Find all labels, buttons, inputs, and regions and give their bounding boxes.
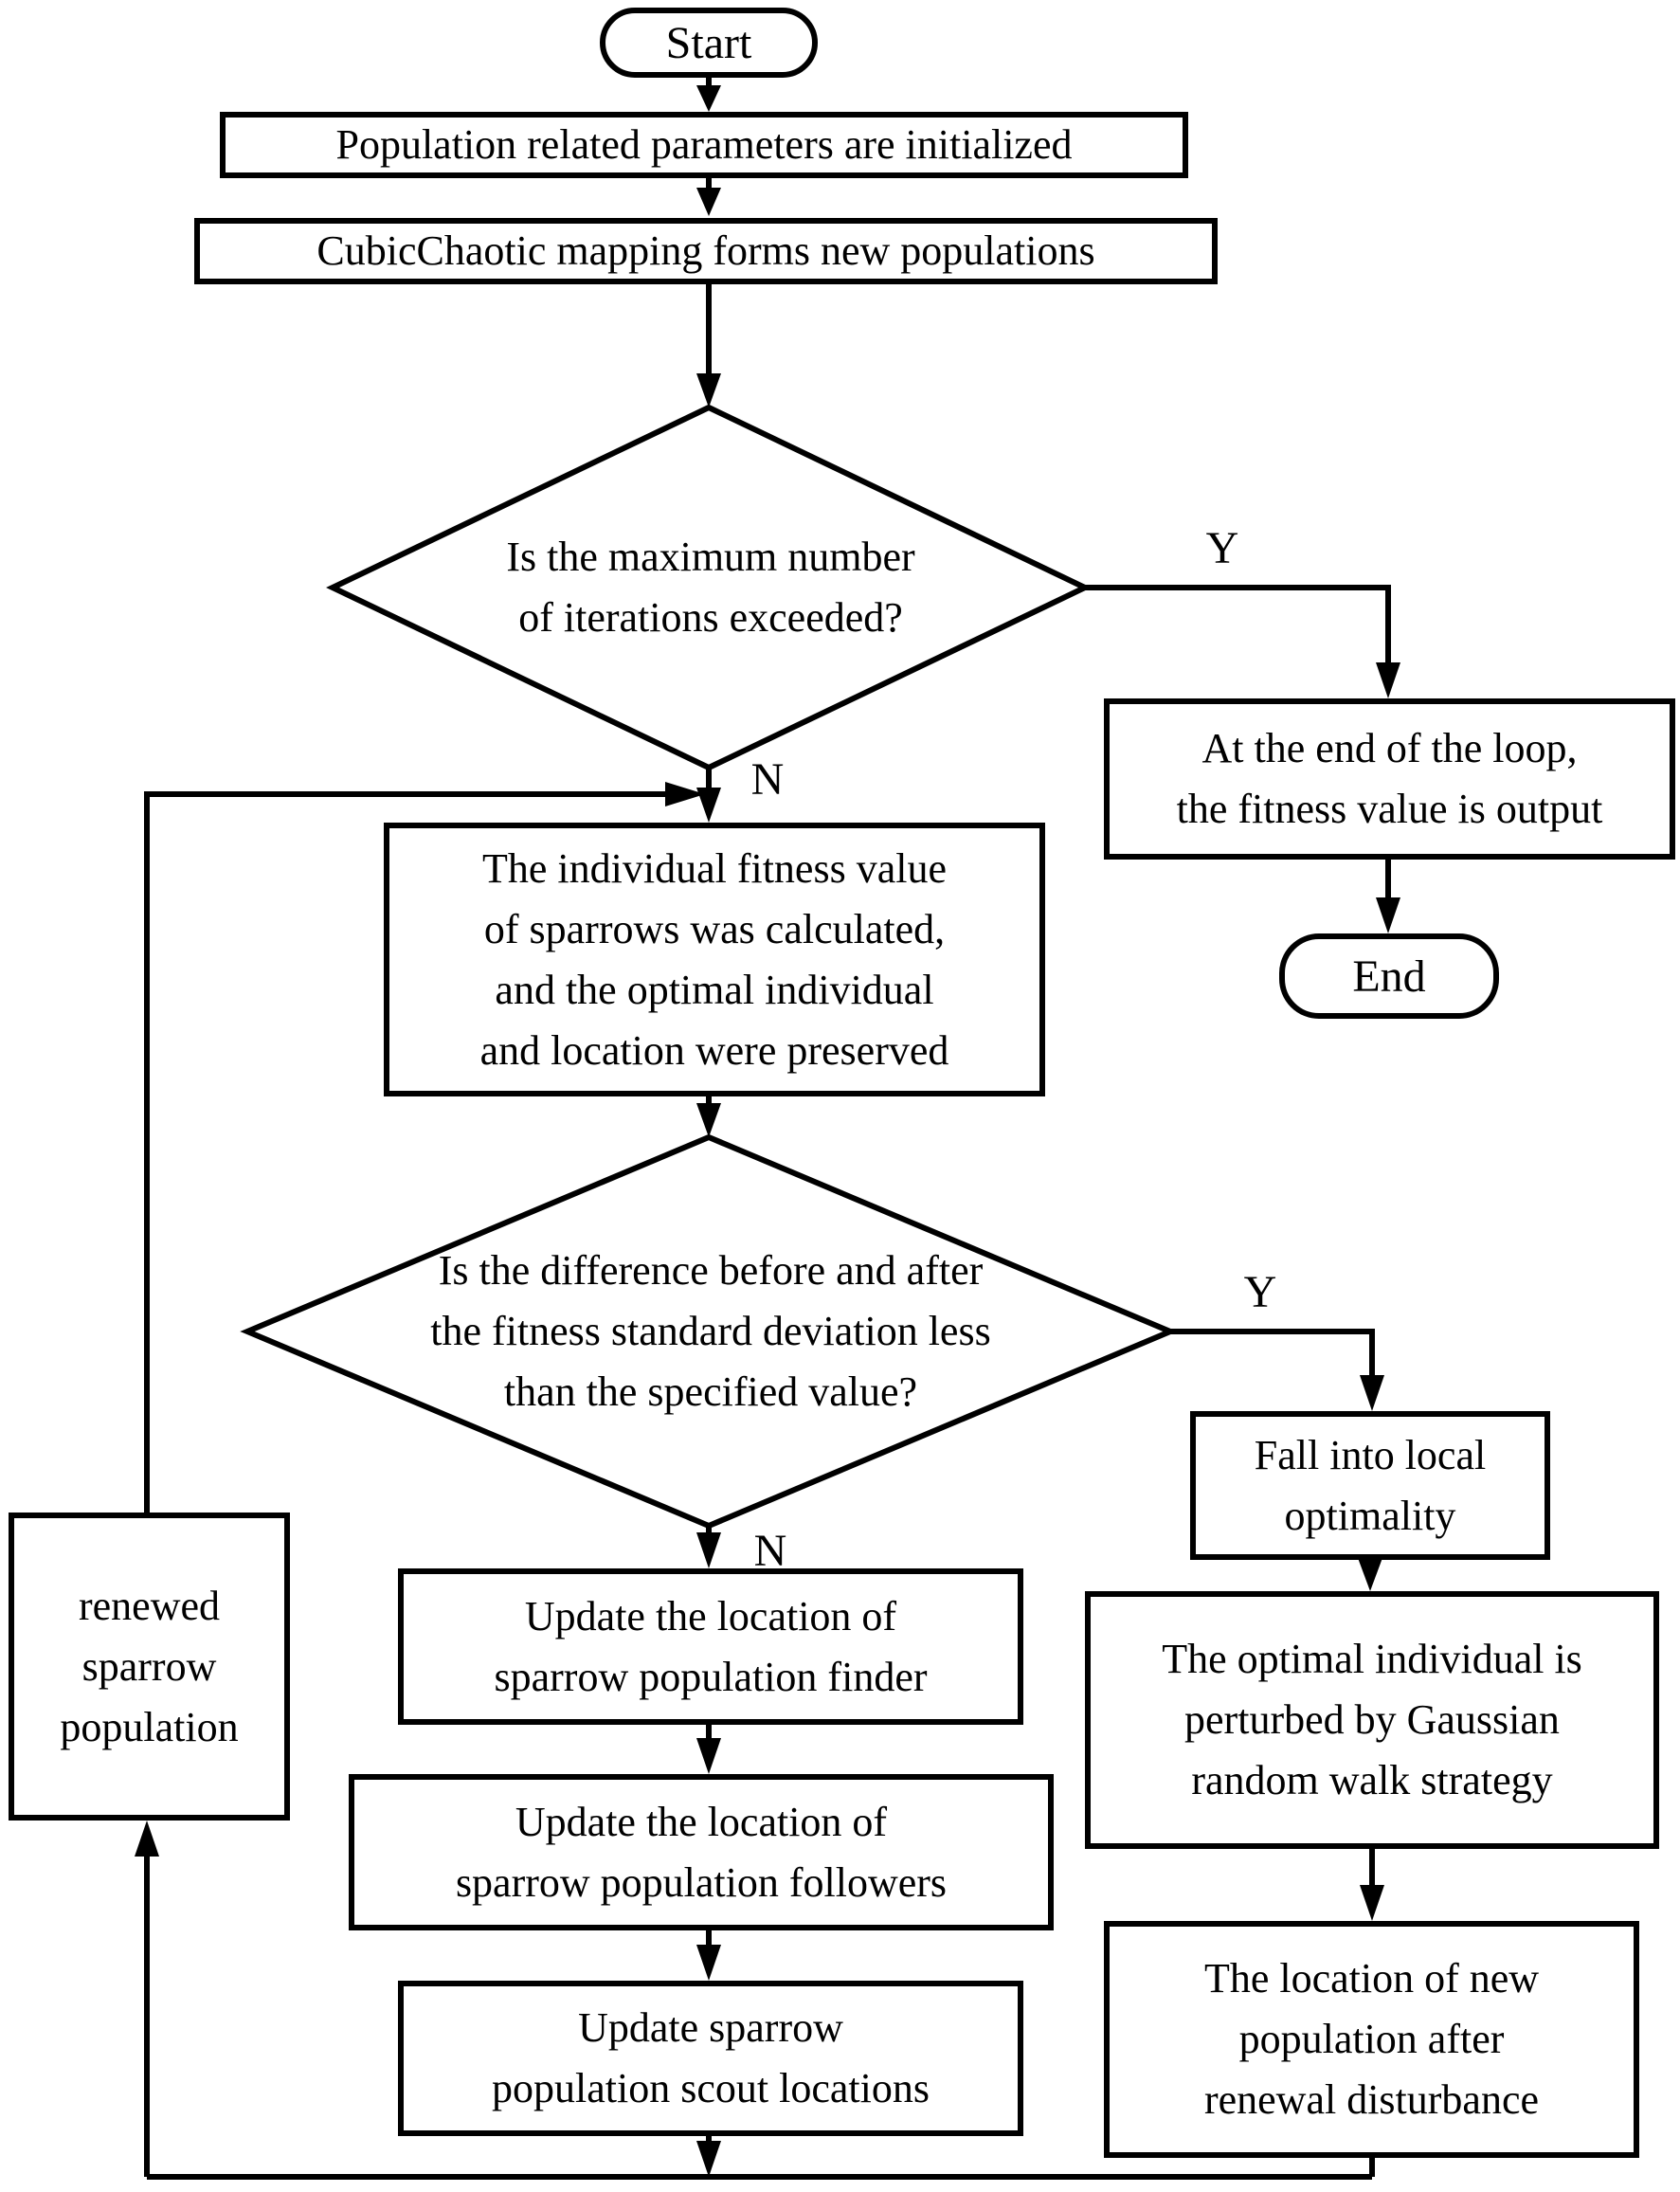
node-init-process: Population related parameters are initia… xyxy=(220,112,1188,178)
edge-finder-to-followers-arrowhead xyxy=(696,1738,721,1774)
node-end-terminator: End xyxy=(1279,933,1499,1019)
edge-decision2-yes-to-fall xyxy=(1170,1329,1375,1377)
edge-decision-yes-to-output xyxy=(1085,585,1391,664)
edge-feedback-arrowhead xyxy=(665,782,705,806)
node-fall-local-optimality-process: Fall into local optimality xyxy=(1190,1411,1550,1560)
edge-decision-no-arrowhead xyxy=(696,788,721,823)
edge-decision-yes-arrowhead xyxy=(1376,662,1400,698)
node-gaussian-walk-process: The optimal individual is perturbed by G… xyxy=(1085,1591,1659,1849)
node-new-location-process: The location of new population after ren… xyxy=(1104,1921,1639,2158)
edge-start-to-init-arrowhead xyxy=(696,85,721,112)
edge-fall-to-gaussian-arrowhead xyxy=(1358,1558,1382,1591)
node-start-terminator: Start xyxy=(600,8,818,78)
node-cubic-mapping-process: CubicChaotic mapping forms new populatio… xyxy=(194,218,1218,284)
edge-output-to-end-arrowhead xyxy=(1376,897,1400,933)
edge-followers-to-scout-arrowhead xyxy=(696,1945,721,1981)
node-output-fitness-process: At the end of the loop, the fitness valu… xyxy=(1104,698,1675,860)
node-update-followers-process: Update the location of sparrow populatio… xyxy=(349,1774,1054,1930)
decision-iterations-text: Is the maximum number of iterations exce… xyxy=(506,534,915,641)
node-renewed-population-process: renewed sparrow population xyxy=(9,1513,290,1821)
node-update-scout-process: Update sparrow population scout location… xyxy=(398,1981,1023,2136)
label-iterations-yes: Y xyxy=(1205,522,1239,573)
edge-init-to-cubic-arrowhead xyxy=(696,188,721,216)
edge-scout-to-return-arrowhead xyxy=(696,2141,721,2177)
edge-cubic-to-decision-arrowhead xyxy=(696,373,721,408)
edge-return-to-renewed-arrowhead xyxy=(135,1821,159,1857)
node-fitness-calculation-process: The individual fitness value of sparrows… xyxy=(384,823,1045,1096)
label-iterations-no: N xyxy=(750,753,785,805)
edge-fitness-to-decision2-arrowhead xyxy=(696,1103,721,1137)
label-stddev-no: N xyxy=(753,1525,787,1576)
node-update-finder-process: Update the location of sparrow populatio… xyxy=(398,1568,1023,1725)
edge-decision2-yes-arrowhead xyxy=(1360,1375,1384,1411)
decision-stddev-text: Is the difference before and after the f… xyxy=(430,1247,991,1415)
edge-gaussian-to-newloc-arrowhead xyxy=(1360,1885,1384,1921)
edge-decision2-no-arrowhead xyxy=(696,1532,721,1568)
label-stddev-yes: Y xyxy=(1243,1266,1277,1317)
